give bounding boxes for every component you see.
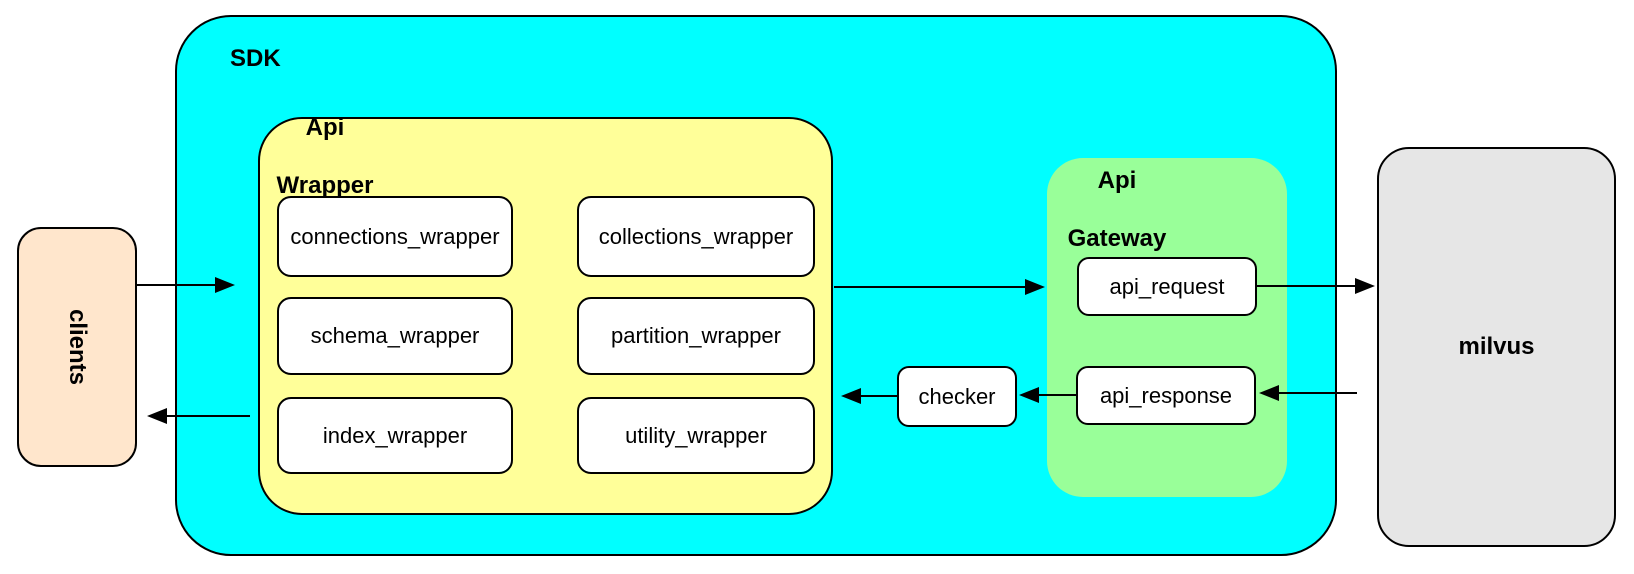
module-collections-wrapper-label: collections_wrapper bbox=[598, 223, 794, 249]
api-response-node: api_response bbox=[1076, 366, 1256, 425]
api-gateway-label-line1: Api bbox=[1097, 167, 1137, 194]
module-utility-wrapper-label: utility_wrapper bbox=[625, 422, 767, 448]
checker-node: checker bbox=[897, 366, 1017, 427]
module-connections-wrapper-label: connections_wrapper bbox=[290, 223, 500, 249]
api-gateway-container bbox=[1047, 158, 1287, 497]
module-collections-wrapper: collections_wrapper bbox=[577, 196, 815, 277]
checker-label: checker bbox=[918, 383, 996, 409]
milvus-label: milvus bbox=[1458, 333, 1535, 360]
milvus-node: milvus bbox=[1377, 147, 1616, 547]
api-request-label: api_request bbox=[1109, 273, 1225, 299]
api-response-label: api_response bbox=[1099, 382, 1233, 408]
module-index-wrapper: index_wrapper bbox=[277, 397, 513, 474]
api-wrapper-label-line2: Wrapper bbox=[276, 172, 374, 199]
module-connections-wrapper: connections_wrapper bbox=[277, 196, 513, 277]
module-utility-wrapper: utility_wrapper bbox=[577, 397, 815, 474]
api-gateway-label: Api Gateway bbox=[1042, 166, 1192, 253]
clients-node: clients bbox=[17, 227, 137, 467]
clients-label: clients bbox=[64, 308, 91, 386]
module-partition-wrapper-label: partition_wrapper bbox=[611, 323, 781, 348]
module-index-wrapper-label: index_wrapper bbox=[322, 422, 468, 448]
api-wrapper-label-line1: Api bbox=[305, 114, 345, 141]
sdk-label: SDK bbox=[230, 45, 281, 72]
module-schema-wrapper-label: schema_wrapper bbox=[310, 323, 480, 348]
api-gateway-label-line2: Gateway bbox=[1067, 225, 1167, 252]
api-wrapper-label: Api Wrapper bbox=[250, 113, 400, 200]
api-request-node: api_request bbox=[1077, 257, 1257, 316]
module-schema-wrapper: schema_wrapper bbox=[277, 297, 513, 375]
module-partition-wrapper: partition_wrapper bbox=[577, 297, 815, 375]
